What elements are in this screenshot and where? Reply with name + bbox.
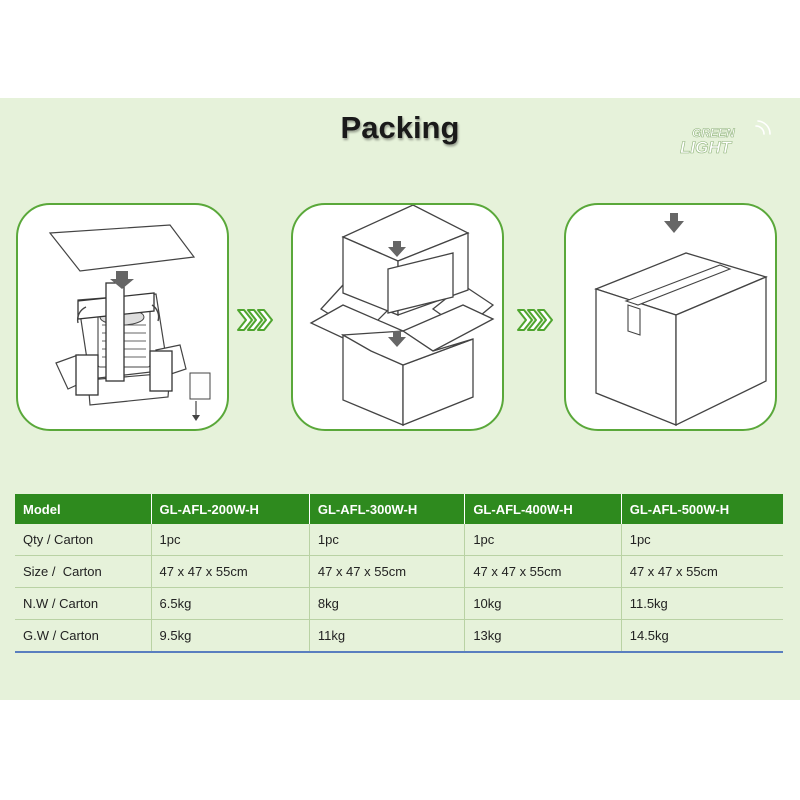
- table-row: Size / Carton 47 x 47 x 55cm 47 x 47 x 5…: [15, 555, 783, 588]
- step-2-card: [291, 203, 504, 431]
- table-cell: 8kg: [309, 587, 466, 620]
- table-cell: 14.5kg: [621, 619, 783, 653]
- brand-line1: GREEN: [692, 126, 735, 140]
- table-cell: 1pc: [151, 524, 310, 556]
- table-cell: 13kg: [464, 619, 622, 653]
- table-cell: 47 x 47 x 55cm: [309, 555, 466, 588]
- column-header: GL-AFL-200W-H: [151, 494, 310, 524]
- table-cell: 11kg: [309, 619, 466, 653]
- sealed-carton-icon: [594, 213, 768, 427]
- row-label: G.W / Carton: [15, 619, 152, 653]
- table-row: Qty / Carton 1pc 1pc 1pc 1pc: [15, 524, 783, 556]
- table-cell: 47 x 47 x 55cm: [151, 555, 310, 588]
- table-cell: 11.5kg: [621, 587, 783, 620]
- table-cell: 47 x 47 x 55cm: [464, 555, 622, 588]
- column-header: GL-AFL-400W-H: [464, 494, 622, 524]
- step-3-card: [564, 203, 777, 431]
- triple-chevron-right-icon: [517, 309, 553, 331]
- packing-spec-table: Model GL-AFL-200W-H GL-AFL-300W-H GL-AFL…: [15, 494, 783, 653]
- table-row: N.W / Carton 6.5kg 8kg 10kg 11.5kg: [15, 587, 783, 620]
- step-1-card: [16, 203, 229, 431]
- brand-line2: LIGHT: [680, 138, 733, 157]
- table-header-row: Model GL-AFL-200W-H GL-AFL-300W-H GL-AFL…: [15, 494, 783, 524]
- column-header: GL-AFL-300W-H: [309, 494, 466, 524]
- triple-chevron-right-icon: [237, 309, 273, 331]
- table-cell: 47 x 47 x 55cm: [621, 555, 783, 588]
- brand-logo: GREEN LIGHT: [680, 120, 771, 157]
- row-label: Qty / Carton: [15, 524, 152, 556]
- table-cell: 1pc: [309, 524, 466, 556]
- table-cell: 9.5kg: [151, 619, 310, 653]
- row-label: Size / Carton: [15, 555, 152, 588]
- column-header: GL-AFL-500W-H: [621, 494, 783, 524]
- table-cell: 1pc: [464, 524, 622, 556]
- table-row: G.W / Carton 9.5kg 11kg 13kg 14.5kg: [15, 619, 783, 653]
- fixture-with-corner-guards-icon: [48, 224, 211, 421]
- table-cell: 10kg: [464, 587, 622, 620]
- insert-into-carton-icon: [309, 205, 495, 426]
- table-cell: 6.5kg: [151, 587, 310, 620]
- page-title: Packing: [340, 110, 460, 145]
- row-label: N.W / Carton: [15, 587, 152, 620]
- column-header: Model: [15, 494, 152, 524]
- table-cell: 1pc: [621, 524, 783, 556]
